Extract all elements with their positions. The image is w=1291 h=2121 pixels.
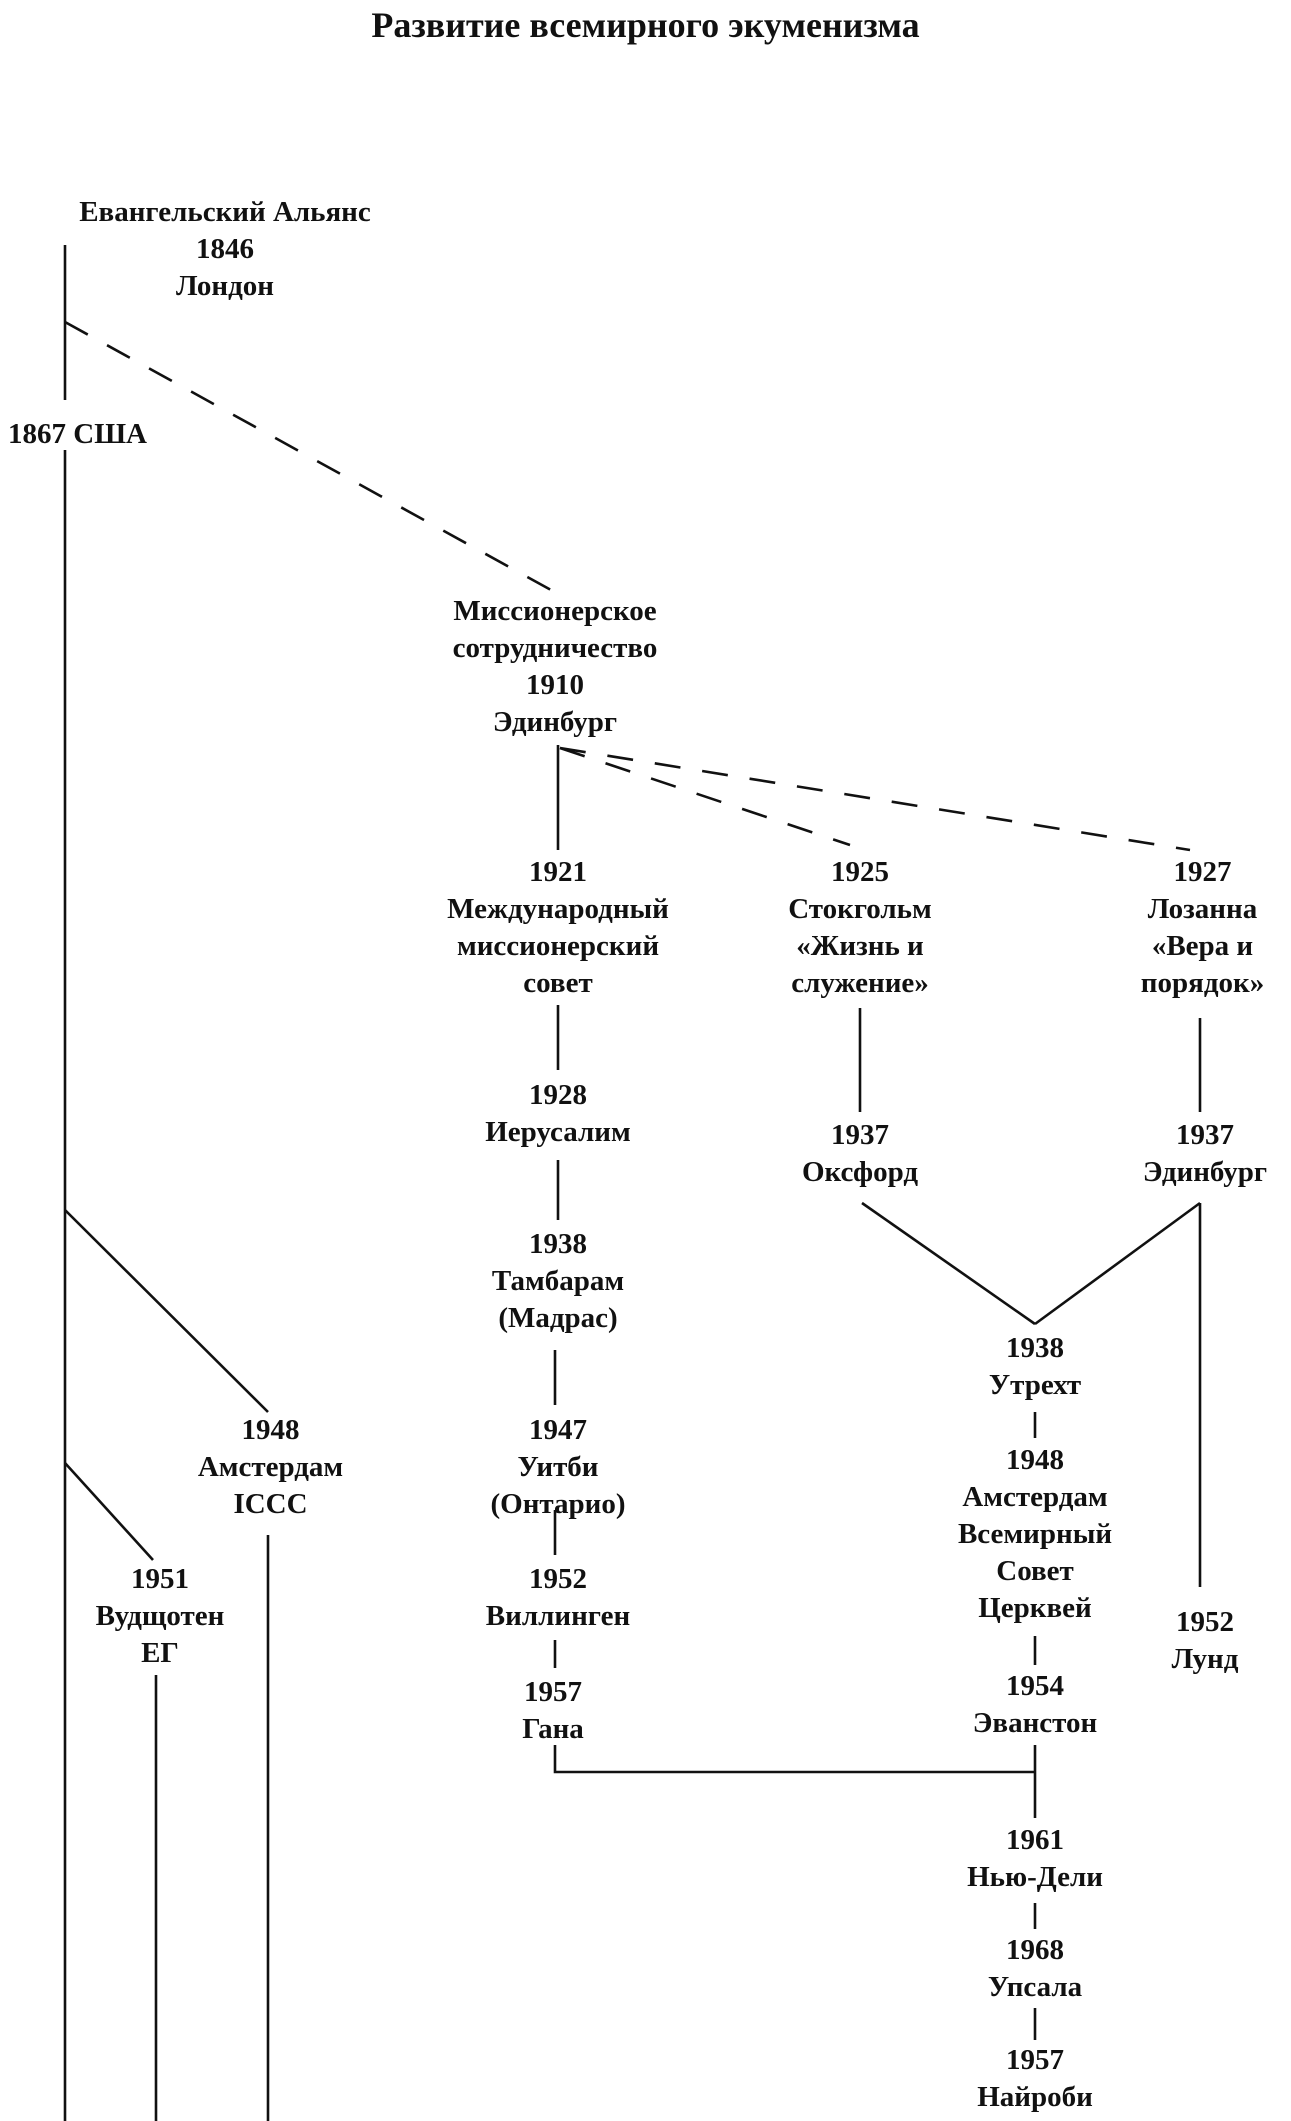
node-label: «Жизнь и (796, 930, 924, 962)
node-uppsala-1968: 1968 Упсала (915, 1932, 1155, 2006)
node-label: 1867 США (8, 418, 147, 450)
node-label: сотрудничество (452, 632, 658, 664)
node-place: Амстердам (197, 1451, 344, 1483)
node-label: ЕГ (141, 1637, 179, 1669)
node-missionary-cooperation: Миссионерское сотрудничество 1910 Эдинбу… (400, 593, 710, 741)
node-year: 1954 (1006, 1670, 1064, 1702)
node-place: Уитби (517, 1451, 599, 1483)
node-oxford-1937: 1937 Оксфорд (740, 1117, 980, 1191)
node-label: миссионерский (456, 930, 660, 962)
node-whitby-1947: 1947 Уитби (Онтарио) (433, 1412, 683, 1523)
node-year: 1948 (1006, 1444, 1064, 1476)
node-place: Амстердам (962, 1481, 1108, 1513)
node-place: Лозанна (1147, 893, 1258, 925)
node-year: 1952 (1176, 1606, 1234, 1638)
node-year: 1938 (529, 1228, 587, 1260)
node-willingen-1952: 1952 Виллинген (433, 1561, 683, 1635)
edinburgh-to-utrecht-line (1034, 1201, 1201, 1326)
node-place: Иерусалим (485, 1116, 631, 1148)
node-year: 1925 (831, 856, 889, 888)
node-label: служение» (791, 967, 929, 999)
node-label: Совет (996, 1555, 1074, 1587)
node-usa-1867: 1867 США (8, 416, 147, 453)
alliance-to-woudschoten-line (64, 1462, 154, 1561)
diagram-title: Развитие всемирного экуменизма (371, 5, 920, 45)
node-label: Церквей (978, 1592, 1092, 1624)
node-year: 1961 (1006, 1824, 1064, 1856)
node-label: Миссионерское (453, 595, 657, 627)
node-year: 1927 (1173, 856, 1232, 888)
node-year: 1968 (1006, 1934, 1064, 1966)
node-year: 1928 (529, 1079, 587, 1111)
node-label: ICCC (233, 1488, 308, 1520)
node-utrecht-1938: 1938 Утрехт (915, 1330, 1155, 1404)
mission-to-lausanne-dashed-line (559, 746, 1191, 852)
node-place: (Онтарио) (490, 1488, 626, 1520)
node-lund-1952: 1952 Лунд (1105, 1604, 1291, 1678)
alliance-to-iccc-line (64, 1209, 269, 1413)
node-label: порядок» (1140, 967, 1265, 999)
node-year: 1921 (529, 856, 587, 888)
alliance-to-mission-dashed-line (64, 320, 561, 597)
node-year: 1951 (131, 1563, 189, 1595)
node-amsterdam-wcc-1948: 1948 Амстердам Всемирный Совет Церквей (905, 1442, 1165, 1627)
node-place: Эдинбург (1142, 1156, 1268, 1188)
mission-to-stockholm-dashed-line (559, 746, 851, 847)
node-place: Лунд (1171, 1643, 1239, 1675)
node-place: Эдинбург (492, 706, 618, 738)
node-year: 1910 (526, 669, 584, 701)
node-lausanne-1927: 1927 Лозанна «Вера и порядок» (1085, 854, 1291, 1002)
node-year: 1937 (831, 1119, 889, 1151)
node-label: совет (523, 967, 593, 999)
node-ghana-1957: 1957 Гана (453, 1674, 653, 1748)
node-year: 1957 (524, 1676, 582, 1708)
node-tambaram-1938: 1938 Тамбарам (Мадрас) (433, 1226, 683, 1337)
node-year: 1957 (1006, 2044, 1064, 2076)
node-woudschoten-1951: 1951 Вудщотен ЕГ (60, 1561, 260, 1672)
node-nairobi: 1957 Найроби (915, 2042, 1155, 2116)
node-place: Утрехт (988, 1369, 1082, 1401)
node-year: 1938 (1006, 1332, 1064, 1364)
node-place: Стокгольм (788, 893, 932, 925)
node-place: (Мадрас) (498, 1302, 618, 1334)
node-place: Лондон (176, 270, 274, 302)
node-jerusalem-1928: 1928 Иерусалим (433, 1077, 683, 1151)
node-label: «Вера и (1151, 930, 1254, 962)
node-place: Упсала (987, 1971, 1083, 2003)
node-place: Найроби (977, 2081, 1093, 2113)
node-new-delhi-1961: 1961 Нью-Дели (915, 1822, 1155, 1896)
node-international-missionary-council: 1921 Международный миссионерский совет (403, 854, 713, 1002)
node-place: Оксфорд (801, 1156, 918, 1188)
node-label: Международный (447, 893, 669, 925)
node-label: Всемирный (957, 1518, 1113, 1550)
node-year: 1937 (1176, 1119, 1234, 1151)
node-place: Нью-Дели (967, 1861, 1103, 1893)
node-place: Эванстон (972, 1707, 1098, 1739)
node-edinburgh-1937: 1937 Эдинбург (1085, 1117, 1291, 1191)
node-label: Евангельский Альянс (79, 196, 371, 228)
node-place: Вудщотен (95, 1600, 225, 1632)
node-year: 1947 (529, 1414, 587, 1446)
oxford-to-utrecht-line (861, 1201, 1036, 1326)
node-year: 1948 (241, 1414, 300, 1446)
node-place: Тамбарам (491, 1265, 625, 1297)
ghana-merge-line (553, 1745, 1035, 1774)
node-amsterdam-iccc-1948: 1948 Амстердам ICCC (158, 1412, 383, 1523)
node-stockholm-1925: 1925 Стокгольм «Жизнь и служение» (740, 854, 980, 1002)
node-evangelical-alliance: Евангельский Альянс 1846 Лондон (40, 194, 410, 305)
node-place: Виллинген (485, 1600, 631, 1632)
node-place: Гана (522, 1713, 584, 1745)
node-year: 1846 (196, 233, 254, 265)
node-year: 1952 (529, 1563, 587, 1595)
node-evanston-1954: 1954 Эванстон (915, 1668, 1155, 1742)
